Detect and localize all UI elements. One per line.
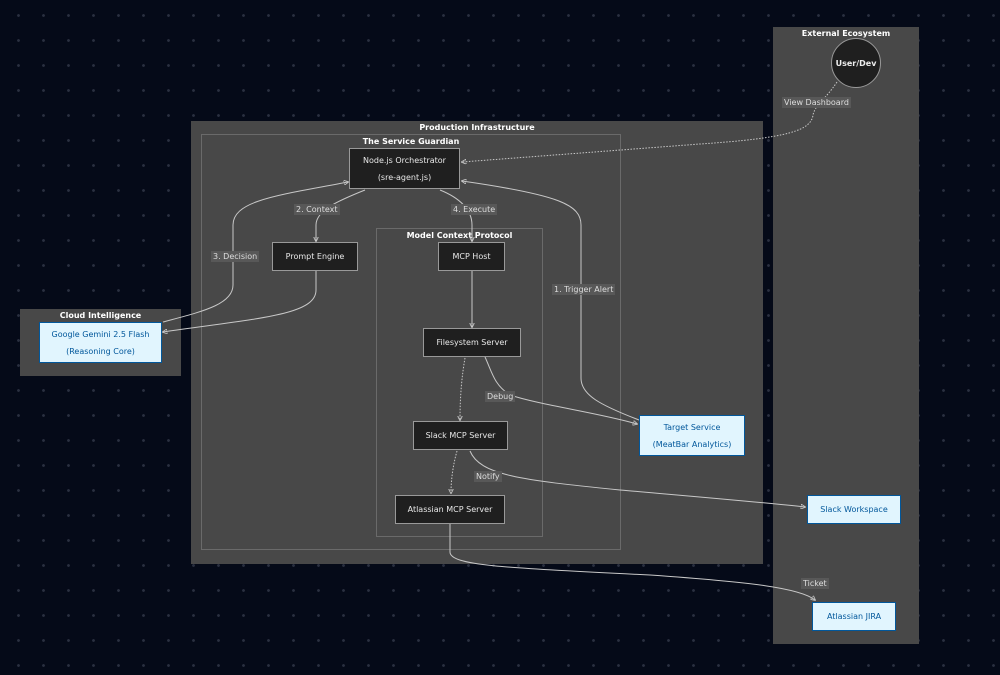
node-slack-mcp-server[interactable]: Slack MCP Server — [413, 421, 508, 450]
edge-label-trigger-alert: 1. Trigger Alert — [552, 284, 616, 295]
node-prompt-engine[interactable]: Prompt Engine — [272, 242, 358, 271]
edge-label-context: 2. Context — [294, 204, 340, 215]
node-atlassian-mcp-server[interactable]: Atlassian MCP Server — [395, 495, 505, 524]
node-label: Slack MCP Server — [425, 431, 496, 440]
cluster-model-context-protocol: Model Context Protocol — [376, 228, 543, 537]
node-label: Prompt Engine — [285, 252, 345, 261]
node-label: Google Gemini 2.5 Flash — [51, 329, 150, 339]
cluster-title: The Service Guardian — [362, 137, 460, 146]
edge-label-decision: 3. Decision — [211, 251, 260, 262]
edge-label-notify: Notify — [474, 471, 502, 482]
node-label: Filesystem Server — [436, 338, 508, 347]
edge-label-view-dashboard: View Dashboard — [782, 97, 851, 108]
node-label: Target Service — [663, 422, 721, 432]
cluster-title: Production Infrastructure — [419, 123, 535, 132]
node-label: Atlassian MCP Server — [407, 505, 493, 514]
node-filesystem-server[interactable]: Filesystem Server — [423, 328, 521, 357]
node-label: Node.js Orchestrator — [363, 155, 446, 165]
node-sublabel: (sre-agent.js) — [377, 172, 432, 182]
cluster-title: Model Context Protocol — [406, 231, 513, 240]
node-mcp-host[interactable]: MCP Host — [438, 242, 505, 271]
edge-label-debug: Debug — [485, 391, 516, 402]
node-sublabel: (MeatBar Analytics) — [652, 439, 732, 449]
node-target-service[interactable]: Target Service (MeatBar Analytics) — [639, 415, 745, 456]
cluster-external-ecosystem: External Ecosystem — [773, 27, 919, 644]
node-label: Atlassian JIRA — [826, 612, 882, 621]
edge-label-ticket: Ticket — [801, 578, 829, 589]
edge-label-execute: 4. Execute — [451, 204, 498, 215]
node-user-dev[interactable]: User/Dev — [831, 38, 881, 88]
node-atlassian-jira[interactable]: Atlassian JIRA — [812, 602, 896, 631]
cluster-title: Cloud Intelligence — [59, 311, 142, 320]
node-sublabel: (Reasoning Core) — [66, 346, 135, 356]
node-google-gemini[interactable]: Google Gemini 2.5 Flash (Reasoning Core) — [39, 322, 162, 363]
node-label: User/Dev — [835, 58, 877, 68]
node-label: Slack Workspace — [820, 505, 888, 514]
node-orchestrator[interactable]: Node.js Orchestrator (sre-agent.js) — [349, 148, 460, 189]
cluster-title: External Ecosystem — [801, 29, 891, 38]
node-label: MCP Host — [452, 252, 491, 261]
node-slack-workspace[interactable]: Slack Workspace — [807, 495, 901, 524]
